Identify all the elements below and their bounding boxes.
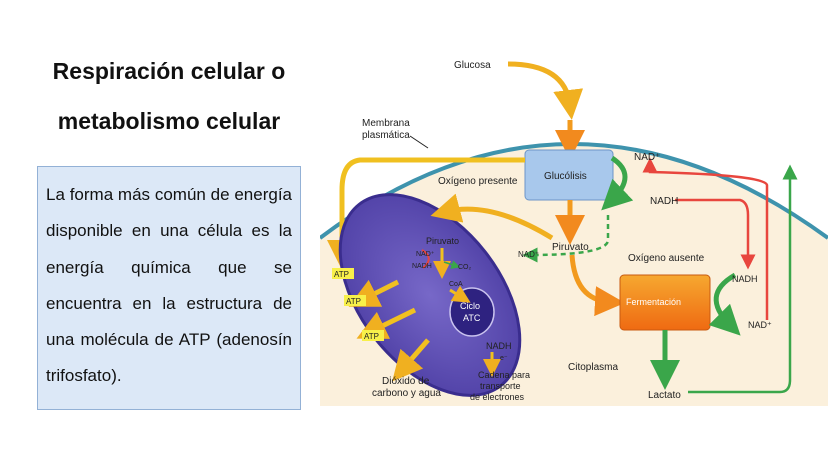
glucolisis-label: Glucólisis	[544, 171, 587, 182]
co2-label: CO₂	[458, 264, 472, 271]
citoplasma-label: Citoplasma	[568, 362, 618, 373]
piruvato-label: Piruvato	[552, 242, 589, 253]
oxigeno-ausente-label: Oxígeno ausente	[628, 253, 705, 264]
mito-nadh2-label: NADH	[486, 341, 512, 351]
cellular-respiration-diagram: ATP ATP ATP Glucosa Membrana plasmática …	[320, 50, 828, 406]
nadh-red-arrow	[675, 198, 756, 270]
dioxido-label-1: Dióxido de	[382, 376, 430, 387]
dioxide-arrow	[392, 338, 430, 382]
lactate-out-arrow	[688, 164, 798, 394]
glucose-arrow	[507, 61, 584, 120]
glycolysis-nad-cycle	[601, 155, 634, 211]
title-line-1: Respiración celular o	[52, 58, 286, 84]
cadena-label-2: transporte	[480, 381, 521, 391]
electron-label: e⁻	[500, 355, 508, 362]
glucosa-label: Glucosa	[454, 60, 491, 71]
mito-nadh-label: NADH	[412, 263, 432, 270]
membrana-pointer	[409, 135, 429, 149]
nadh-label: NADH	[650, 196, 678, 207]
lactato-label: Lactato	[648, 390, 681, 401]
ciclo-label-1: Ciclo	[460, 301, 480, 311]
membrana-label-1: Membrana	[362, 118, 410, 129]
membrana-label-2: plasmática	[362, 130, 410, 141]
nad-plus-ferm-label: NAD⁺	[748, 320, 772, 330]
coa-to-cycle-arrow	[449, 285, 471, 303]
coa-label: CoA	[449, 281, 463, 288]
atp-label-outer: ATP	[334, 270, 349, 279]
mito-nad-red-curve	[421, 249, 430, 269]
dioxido-label-2: carbono y agua	[372, 388, 441, 399]
slide-title: Respiración celular o metabolismo celula…	[34, 46, 304, 146]
atp-label-mid: ATP	[346, 297, 361, 306]
fermentation-nad-cycle	[708, 272, 741, 336]
ciclo-label-2: ATC	[463, 313, 481, 323]
pyruvate-to-mito-arrow	[430, 193, 554, 241]
atp-arrow-1	[348, 279, 400, 307]
co2-arrow	[443, 260, 461, 269]
oxigeno-presente-label: Oxígeno presente	[438, 176, 518, 187]
pyruvate-to-fermentation-arrow	[569, 254, 625, 317]
atp-label-box-outer	[332, 268, 354, 279]
mito-piruvato-label: Piruvato	[426, 236, 459, 246]
cadena-label-1: Cadena para	[478, 370, 530, 380]
nad-return-red-arrow	[642, 157, 769, 320]
atp-label-box-low	[362, 330, 384, 341]
description-box: La forma más común de energía disponible…	[37, 166, 301, 410]
fermentacion-label: Fermentación	[626, 297, 681, 307]
atp-label-low: ATP	[364, 332, 379, 341]
dashed-nad-arrow	[522, 215, 610, 263]
nad-plus-dashed-label: NAD⁺	[518, 250, 539, 259]
description-text: La forma más común de energía disponible…	[46, 185, 292, 386]
atp-arrow-2	[356, 307, 417, 339]
cadena-label-3: de electrones	[470, 392, 525, 402]
mito-nad-label: NAD⁺	[416, 251, 435, 258]
nadh-ferm-label: NADH	[732, 274, 758, 284]
title-line-2: metabolismo celular	[57, 108, 281, 134]
outer-atp-arrow	[327, 157, 525, 270]
diagram-svg: ATP ATP ATP Glucosa Membrana plasmática …	[320, 60, 828, 406]
atp-label-box-mid	[344, 295, 366, 306]
nad-plus-label: NAD⁺	[634, 152, 660, 163]
